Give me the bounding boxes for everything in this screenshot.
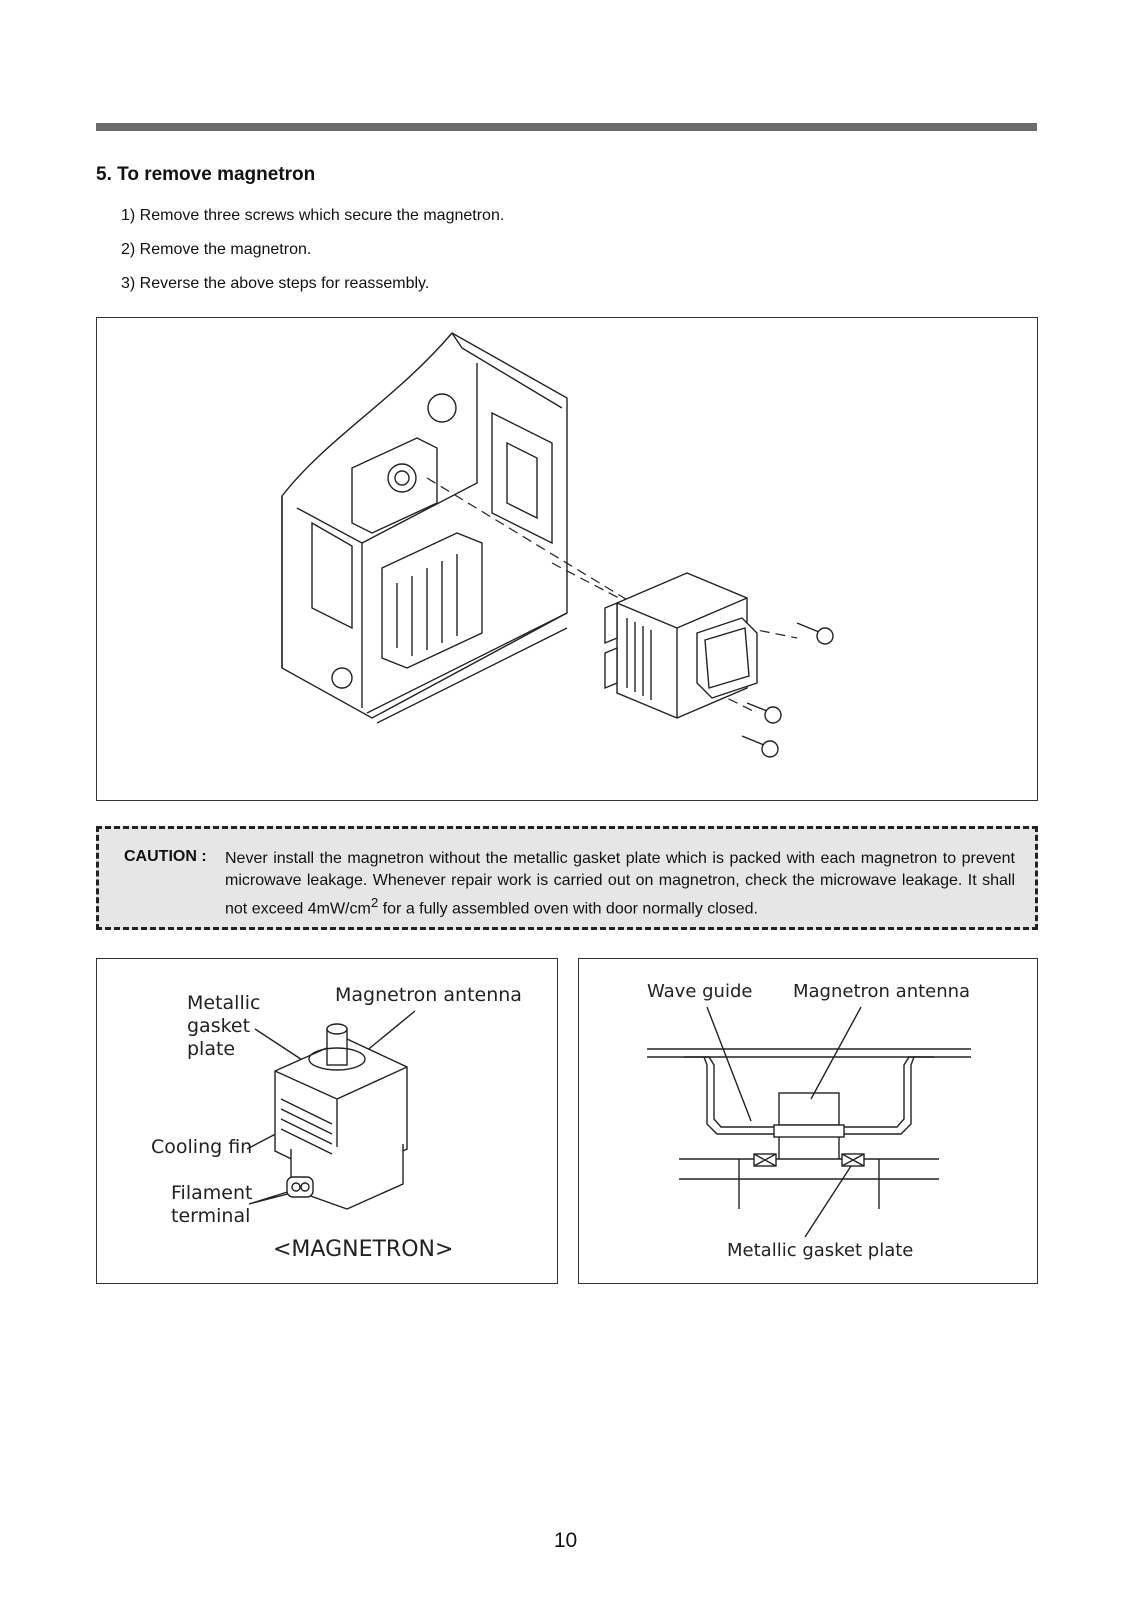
label-magnetron-antenna: Magnetron antenna	[793, 981, 970, 1002]
screw-icon	[796, 622, 834, 645]
label-filament-line1: Filament	[171, 1182, 252, 1204]
label-wave-guide: Wave guide	[647, 981, 752, 1002]
screw-icon	[741, 735, 779, 758]
caution-label: CAUTION :	[124, 848, 207, 865]
header-rule	[96, 123, 1037, 131]
caution-text-main: Never install the magnetron without the …	[225, 850, 1015, 918]
label-gasket-line1: Metallic	[187, 992, 260, 1014]
screw-icon	[746, 702, 782, 724]
caution-text-tail: for a fully assembled oven with door nor…	[378, 900, 758, 918]
label-filament-line2: terminal	[171, 1205, 250, 1227]
label-gasket-line2: gasket	[187, 1015, 250, 1037]
magnetron-removal-illustration	[96, 317, 1038, 801]
caution-superscript: 2	[370, 895, 379, 910]
caution-text: Never install the magnetron without the …	[225, 848, 1015, 920]
label-metallic-gasket-plate: Metallic gasket plate	[727, 1240, 913, 1261]
waveguide-drawing: Wave guide Magnetron antenna Metallic ga…	[647, 981, 971, 1261]
step-item: 1) Remove three screws which secure the …	[121, 207, 505, 224]
magnetron-caption: <MAGNETRON>	[273, 1237, 453, 1262]
caution-box: CAUTION : Never install the magnetron wi…	[96, 826, 1038, 930]
label-cooling-fin: Cooling fin	[151, 1136, 252, 1158]
magnetron-drawing: Metallic gasket plate Magnetron antenna …	[151, 984, 522, 1262]
waveguide-section-figure: Wave guide Magnetron antenna Metallic ga…	[578, 958, 1038, 1284]
section-heading: 5. To remove magnetron	[96, 164, 316, 185]
step-item: 2) Remove the magnetron.	[121, 241, 312, 258]
magnetron-parts-figure: Metallic gasket plate Magnetron antenna …	[96, 958, 558, 1284]
label-antenna: Magnetron antenna	[335, 984, 522, 1006]
steps-list: 1) Remove three screws which secure the …	[121, 205, 504, 307]
step-item: 3) Reverse the above steps for reassembl…	[121, 275, 430, 292]
label-gasket-line3: plate	[187, 1038, 235, 1060]
oven-chassis-drawing	[281, 332, 834, 758]
page-number: 10	[553, 1529, 578, 1552]
